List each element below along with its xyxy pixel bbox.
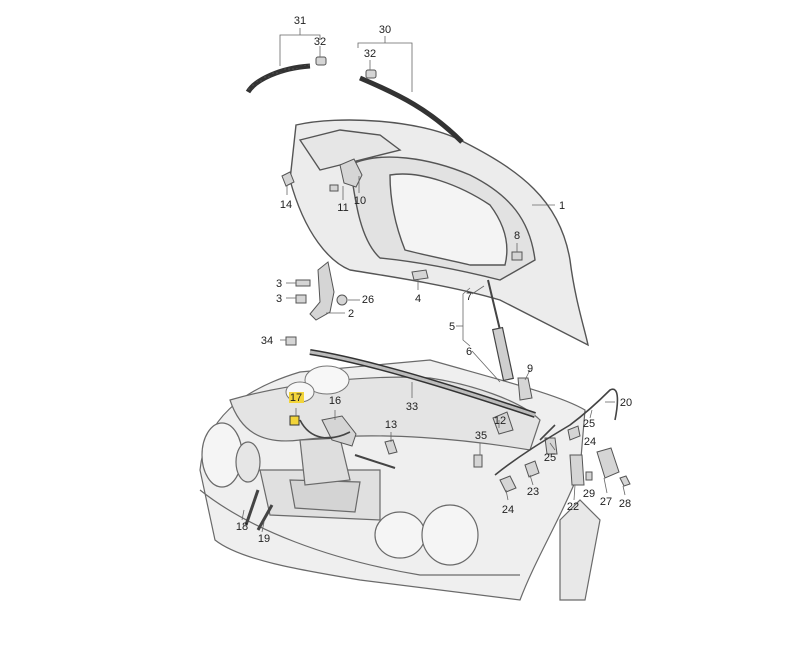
label-32a: 32	[314, 36, 326, 48]
label-4: 4	[415, 293, 421, 305]
label-35: 35	[475, 430, 487, 442]
label-34: 34	[261, 335, 273, 347]
gas-strut	[487, 279, 515, 382]
label-10: 10	[354, 195, 366, 207]
label-19: 19	[258, 533, 270, 545]
label-32b: 32	[364, 48, 376, 60]
hood-seal-strips	[245, 63, 536, 418]
label-27: 27	[600, 496, 612, 508]
label-30: 30	[379, 24, 391, 36]
label-7: 7	[466, 291, 472, 303]
label-11: 11	[337, 202, 348, 214]
label-24a: 24	[584, 436, 596, 448]
label-20: 20	[620, 397, 632, 409]
label-24b: 24	[502, 504, 514, 516]
label-17-highlight	[289, 392, 304, 403]
label-9: 9	[527, 363, 533, 375]
label-13: 13	[385, 419, 397, 431]
label-33: 33	[406, 401, 418, 413]
cables-and-rods	[244, 388, 619, 531]
label-8: 8	[514, 230, 520, 242]
label-14: 14	[280, 199, 292, 211]
label-17: 17	[290, 392, 302, 404]
label-29: 29	[583, 488, 595, 500]
leader-lines	[241, 28, 626, 533]
label-5: 5	[449, 321, 455, 333]
label-25a: 25	[583, 418, 595, 430]
label-16: 16	[329, 395, 341, 407]
label-2: 2	[348, 308, 354, 320]
hardware-parts	[281, 56, 631, 493]
label-3b: 3	[276, 293, 282, 305]
hood-panel	[289, 119, 589, 347]
car-front-body	[199, 359, 601, 601]
label-22: 22	[567, 501, 579, 513]
label-18: 18	[236, 521, 248, 533]
label-3a: 3	[276, 278, 282, 290]
label-26: 26	[362, 294, 374, 306]
label-31: 31	[294, 15, 306, 27]
label-23: 23	[527, 486, 539, 498]
callout-labels: 31 32 30 32 1 14 11 10 8 3 3 26 2 4 7 5 …	[236, 15, 632, 545]
label-6: 6	[466, 346, 472, 358]
label-28: 28	[619, 498, 631, 510]
label-12: 12	[494, 415, 506, 427]
label-25b: 25	[544, 452, 556, 464]
label-1: 1	[559, 200, 565, 212]
